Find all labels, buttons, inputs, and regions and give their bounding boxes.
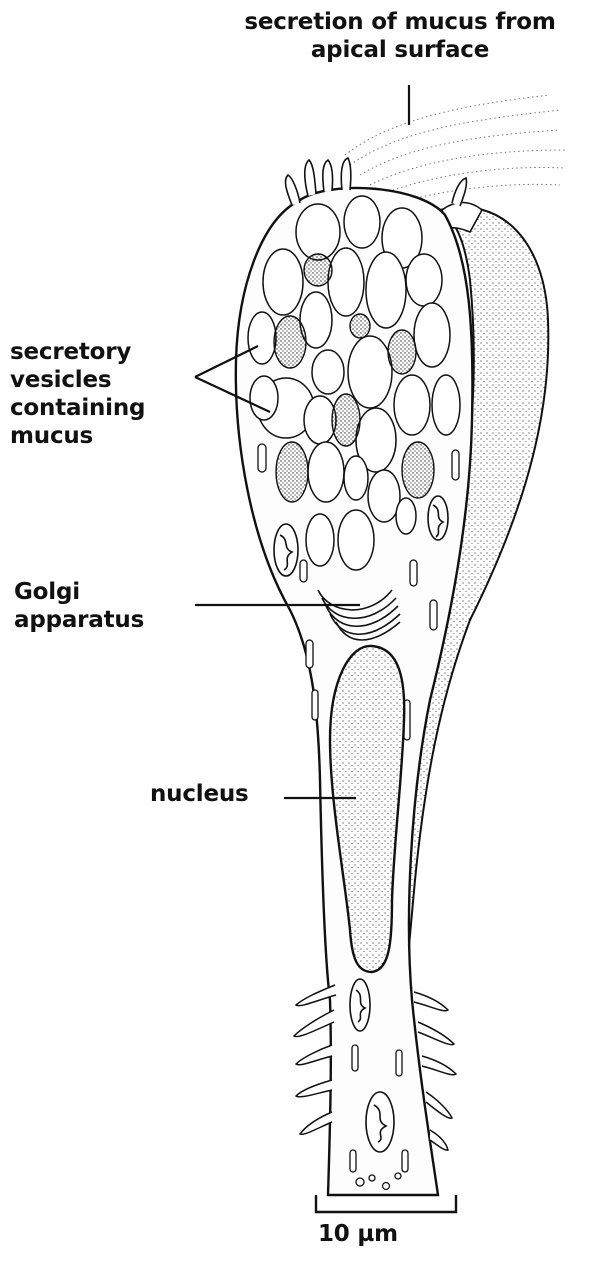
scale-bar bbox=[316, 1195, 456, 1212]
vesicles-label-line-4: mucus bbox=[10, 422, 145, 450]
secretion-label-line-2: apical surface bbox=[200, 36, 600, 64]
vesicles-label-line-3: containing bbox=[10, 394, 145, 422]
golgi-label-line-2: apparatus bbox=[14, 606, 144, 634]
secretion-label: secretion of mucus from apical surface bbox=[200, 8, 600, 64]
vesicles-label: secretory vesicles containing mucus bbox=[10, 338, 145, 450]
golgi-label-line-1: Golgi bbox=[14, 578, 144, 606]
nucleus-label: nucleus bbox=[150, 780, 249, 808]
vesicles-label-line-2: vesicles bbox=[10, 366, 145, 394]
secretion-label-line-1: secretion of mucus from bbox=[200, 8, 600, 36]
golgi-label: Golgi apparatus bbox=[14, 578, 144, 634]
vesicles-label-line-1: secretory bbox=[10, 338, 145, 366]
scale-bar-label: 10 µm bbox=[318, 1220, 398, 1248]
